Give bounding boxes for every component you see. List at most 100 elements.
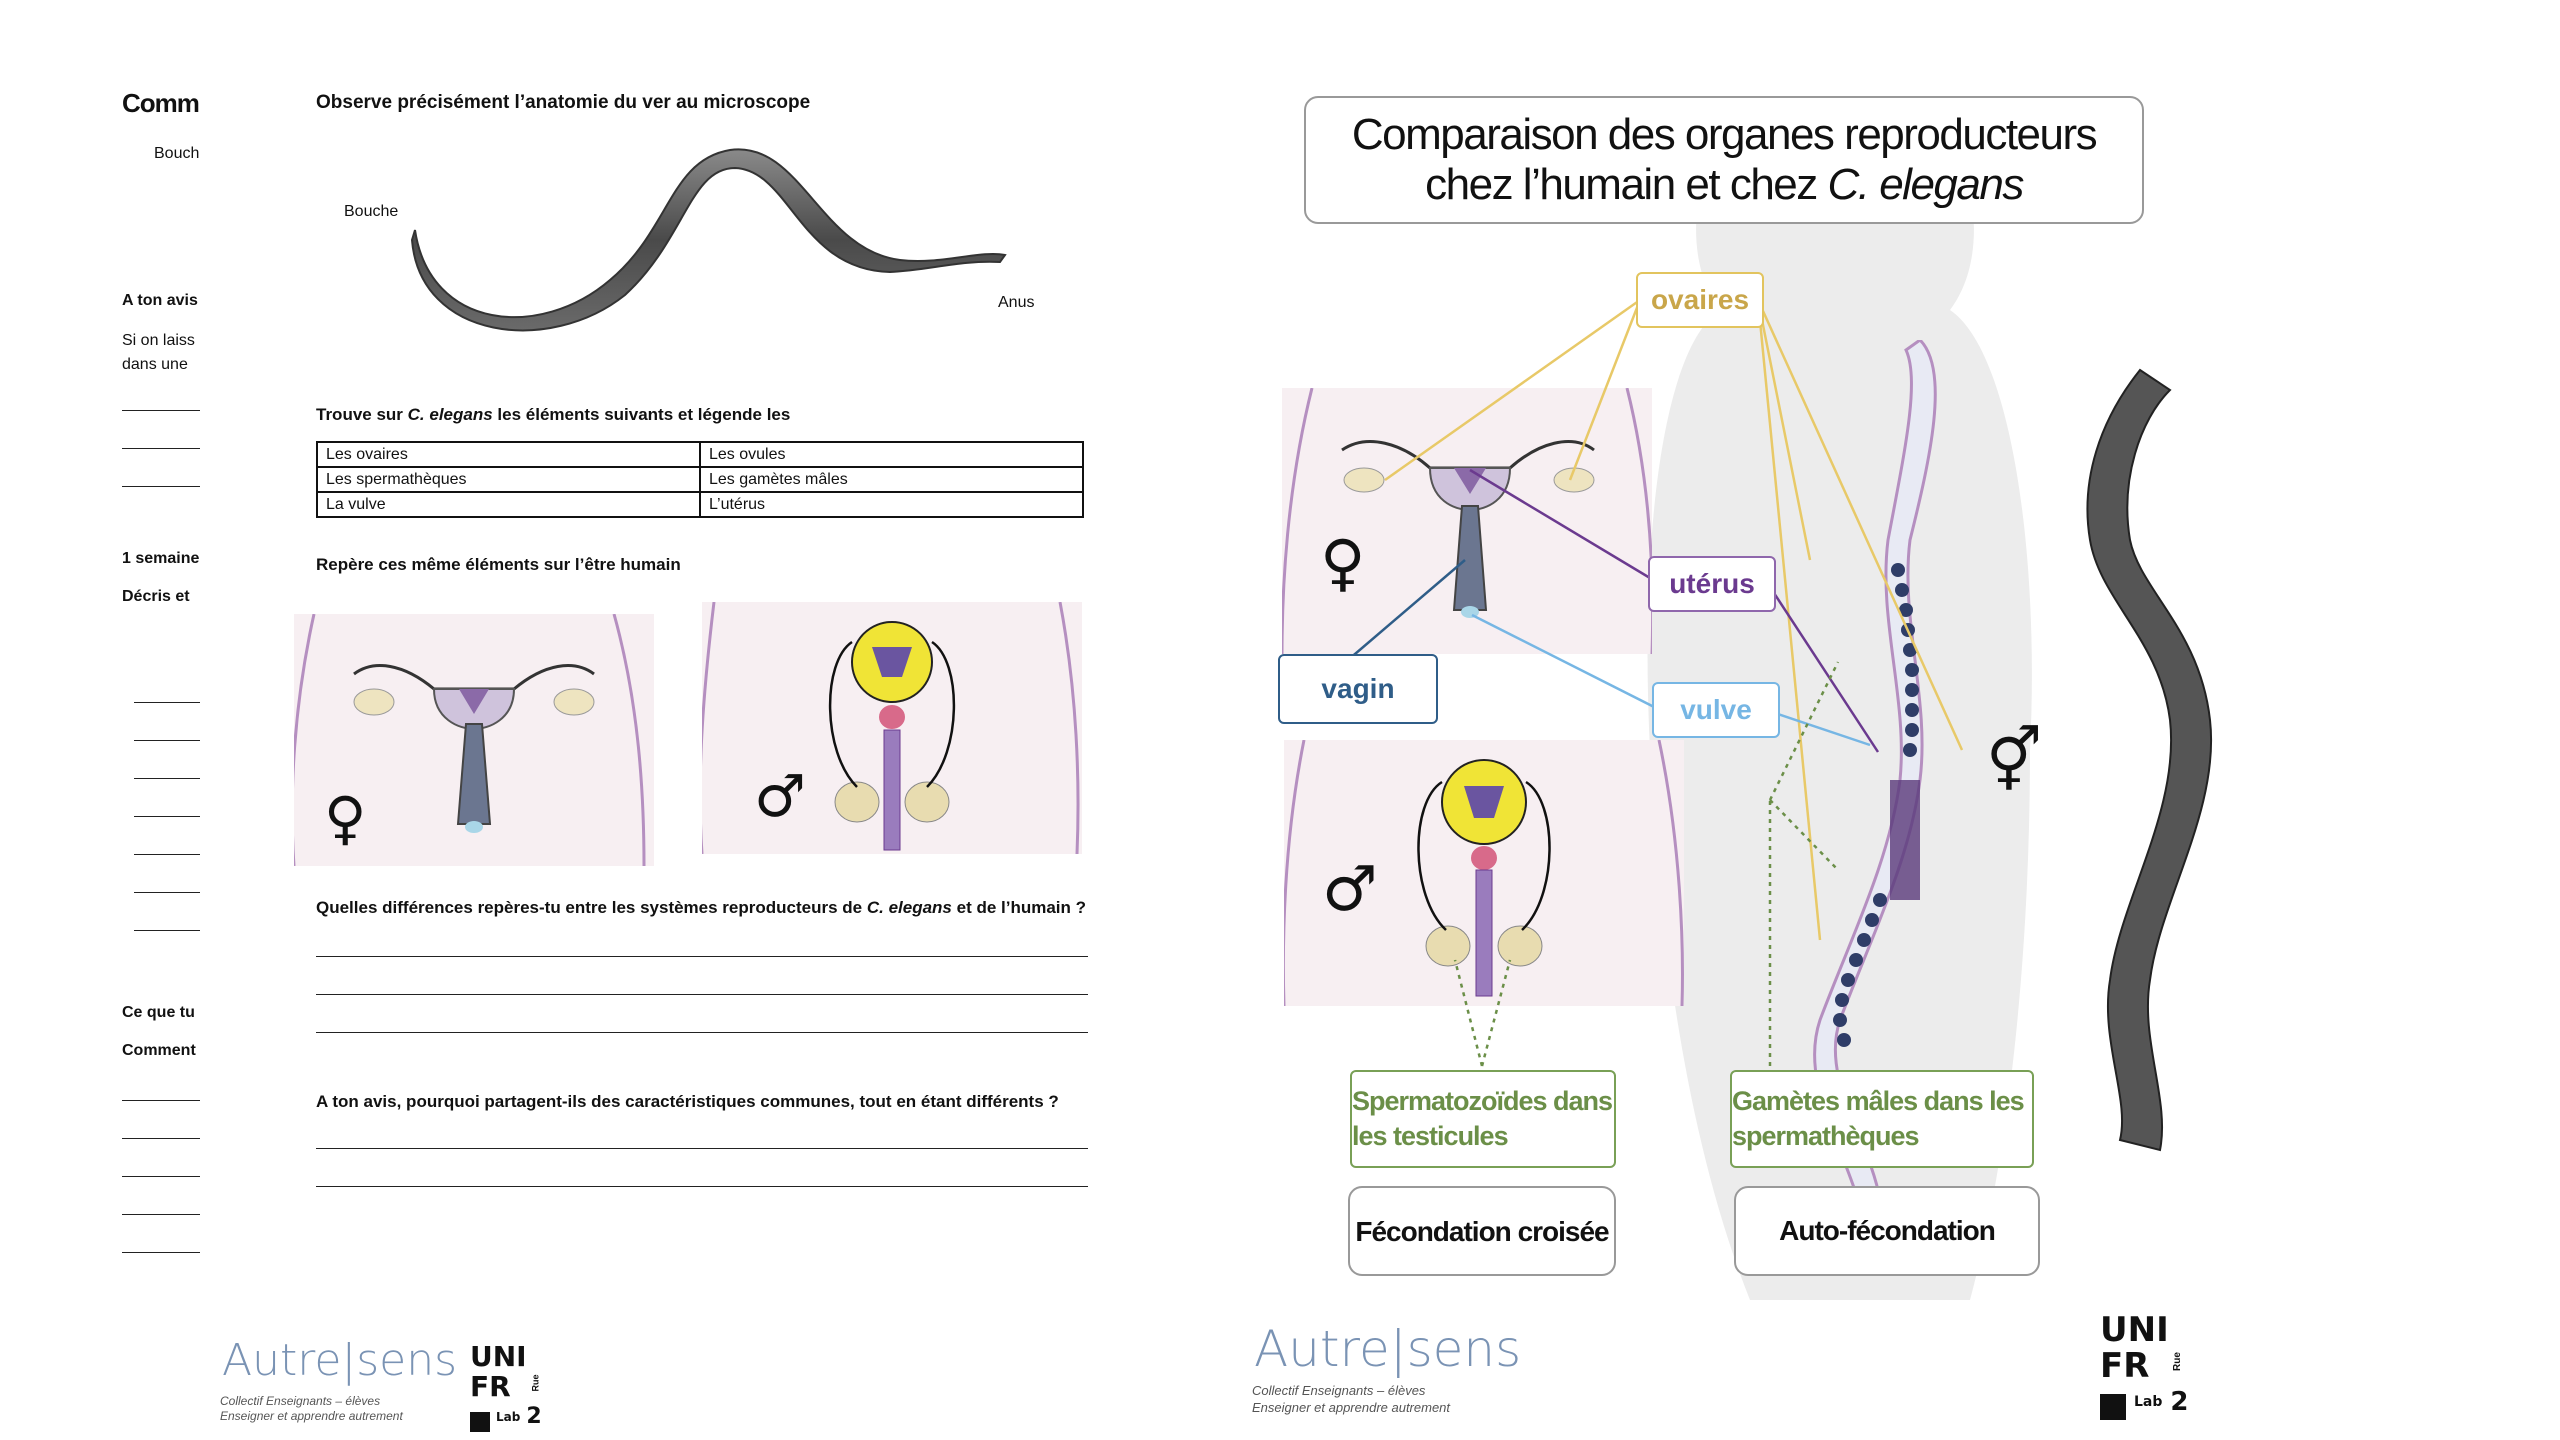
answer-line [122,1176,200,1177]
logo-sub2: Enseigner et apprendre autrement [1252,1400,1451,1415]
cut-semaine: 1 semaine [122,550,200,567]
logo-unifr: UNI FR Lab 2 [470,1342,542,1432]
logo-unifr: UNI FR Lab 2 [2100,1312,2188,1420]
table-cell: Les spermathèques [316,466,701,493]
poster-title-line2: chez l’humain et chez C. elegans [1425,160,2024,210]
logo-sub1: Collectif Enseignants – élèves [220,1394,381,1408]
label-uterus: utérus [1648,556,1776,612]
logo-uni: UNI [470,1340,527,1373]
male-symbol: ♂ [754,762,806,830]
answer-line [134,740,200,741]
answer-line [134,892,200,893]
label-fecondation-croisee: Fécondation croisée [1348,1186,1616,1276]
label-ovaires: ovaires [1636,272,1764,328]
table-row: Les spermathèques Les gamètes mâles [316,466,1084,493]
q1-pre: Quelles différences repères-tu entre les… [316,898,867,917]
answer-line [134,930,200,931]
cut-column: Comm Bouch A ton avis Si on laiss dans u… [122,88,200,1288]
trouve-species: C. elegans [407,405,493,424]
cut-comment: Comment [122,1042,196,1059]
table-cell: Les ovules [699,441,1084,468]
table-row: Les ovaires Les ovules [316,441,1084,468]
question-differences: Quelles différences repères-tu entre les… [316,898,1086,918]
logo-rue: Rue [2171,1352,2183,1371]
cut-bouche: Bouch [154,145,200,162]
answer-line [134,778,200,779]
answer-line[interactable] [316,994,1088,995]
female-symbol: ♀ [324,784,367,852]
answer-line [122,486,200,487]
answer-line [122,1138,200,1139]
table-row: La vulve L’utérus [316,491,1084,518]
logo-sub2: Enseigner et apprendre autrement [220,1409,403,1423]
answer-line [134,816,200,817]
worm-micrograph [410,148,1007,332]
table-cell: Les ovaires [316,441,701,468]
label-vagin: vagin [1278,654,1438,724]
male-anatomy-drawing [702,602,1080,854]
label-bouche: Bouche [344,203,399,220]
female-anatomy-drawing [294,614,646,866]
logo-2: 2 [526,1404,542,1429]
logo-autresens: Autre|sens [222,1335,458,1386]
logo-fr: FR [2100,1346,2150,1386]
cut-si: Si on laiss [122,332,195,349]
logo-square [2100,1394,2126,1420]
trouve-post: les éléments suivants et légende les [492,405,791,424]
logo-sub1: Collectif Enseignants – élèves [1252,1383,1426,1398]
logo-square [470,1412,490,1432]
label-anus: Anus [998,294,1035,311]
answer-line[interactable] [316,1032,1088,1033]
cut-ce: Ce que tu [122,1004,195,1021]
title2-pre: chez l’humain et chez [1425,160,1828,209]
answer-line [134,854,200,855]
c-elegans-schematic [1813,340,2213,1202]
poster-title-line1: Comparaison des organes reproducteurs [1351,110,2098,159]
label-auto-fecondation: Auto-fécondation [1734,1186,2040,1276]
table-cell: L’utérus [699,491,1084,518]
logo-autresens-tagline: Collectif Enseignants – élèves Enseigner… [1252,1382,1450,1416]
answer-line[interactable] [316,1148,1088,1149]
cut-decris: Décris et [122,588,190,605]
human-silhouette-backdrop [1647,150,2032,1300]
answer-line [122,1214,200,1215]
label-spermatozoides: Spermatozoïdes dans les testicules [1350,1070,1616,1168]
logo-autresens: Autre|sens [1254,1320,1522,1378]
table-cell: La vulve [316,491,701,518]
trouve-heading: Trouve sur C. elegans les éléments suiva… [316,405,790,425]
cut-dans: dans une [122,356,188,373]
observe-heading: Observe précisément l’anatomie du ver au… [316,92,811,113]
answer-line [122,1100,200,1101]
logo-2: 2 [2170,1387,2189,1417]
question-commun: A ton avis, pourquoi partagent-ils des c… [316,1092,1059,1111]
q1-post: et de l’humain ? [951,898,1087,917]
logo-autresens-tagline: Collectif Enseignants – élèves Enseigner… [220,1394,403,1424]
label-vulve: vulve [1652,682,1780,738]
logo-fr: FR [470,1370,511,1403]
repere-heading: Repère ces même éléments sur l’être huma… [316,555,681,574]
hermaphrodite-symbol: ⚥ [1986,724,2042,797]
label-gametes-males: Gamètes mâles dans les spermathèques [1730,1070,2034,1168]
female-symbol: ♀ [1320,526,1366,599]
trouve-pre: Trouve sur [316,405,408,424]
table-cell: Les gamètes mâles [699,466,1084,493]
male-symbol: ♂ [1322,852,1378,925]
cut-title: Comm [122,88,200,118]
logo-lab: Lab [496,1410,521,1424]
q1-species: C. elegans [866,898,952,917]
answer-line [134,702,200,703]
female-diagram-small: ♀ [294,614,654,866]
male-anatomy-drawing [1284,740,1684,1006]
logo-lab: Lab [2134,1394,2163,1410]
answer-line[interactable] [316,956,1088,957]
answer-line [122,1252,200,1253]
answer-line [122,448,200,449]
poster-title: Comparaison des organes reproducteurs ch… [1304,96,2144,224]
cut-aton: A ton avis [122,292,198,309]
male-diagram-small: ♂ [702,602,1082,854]
male-diagram-poster: ♂ [1284,740,1684,1006]
elements-table: Les ovaires Les ovules Les spermathèques… [316,441,1084,518]
answer-line[interactable] [316,1186,1088,1187]
logo-uni: UNI [2100,1310,2169,1350]
